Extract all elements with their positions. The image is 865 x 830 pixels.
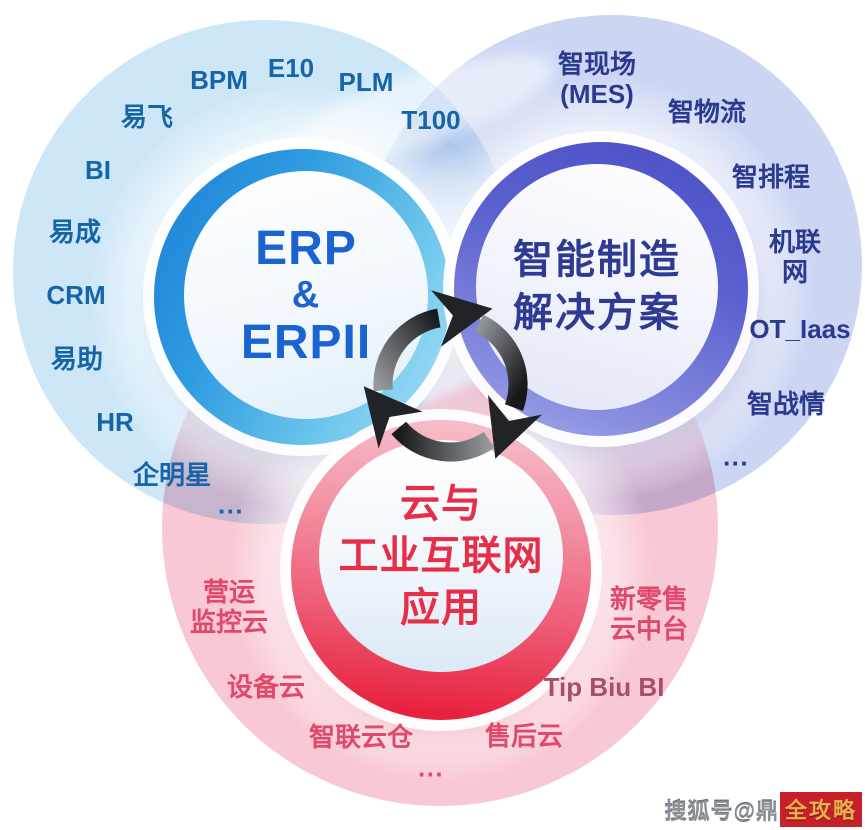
label-cloud-yingyun-jiankongyun: 营运 监控云 [189,577,269,637]
label-smart-zhiwuliu: 智物流 [667,97,747,127]
label-smart-ot-iaas: OT_Iaas [749,314,851,344]
label-erp-hr: HR [96,407,134,437]
label-erp-e10: E10 [267,53,315,83]
watermark-badge: 全攻略 [779,792,862,827]
smart-manufacturing-ring: 智能制造 解决方案 [454,142,748,436]
label-erp-bpm: BPM [190,65,248,95]
label-erp-crm: CRM [46,280,106,310]
label-cloud-more: ··· [418,759,444,789]
smart-title-line1: 智能制造 [513,238,681,282]
cycle-arrows-icon [363,290,542,462]
label-smart-zhizhanqing: 智战情 [746,389,826,419]
cloud-title-line3: 应用 [400,586,482,630]
erp-circle-title: ERP & ERPII [240,221,372,369]
label-cloud-tip-biu-bi: Tip Biu BI [543,672,665,702]
label-smart-jilianwang: 机联网 [768,227,821,287]
erp-ring-inner: ERP & ERPII [184,171,428,419]
erp-title-line2: & [291,273,321,316]
cloud-title-line1: 云与 [400,482,482,526]
label-erp-yicheng: 易成 [48,217,102,247]
cloud-ring-inner: 云与 工业互联网 应用 [319,440,563,672]
erp-title-line1: ERP [255,221,357,275]
smart-circle-title: 智能制造 解决方案 [513,234,681,340]
label-smart-zhipaicheng: 智排程 [731,162,811,192]
label-erp-bi: BI [85,155,111,185]
cloud-circle-title: 云与 工业互联网 应用 [339,478,544,634]
smart-title-line2: 解决方案 [513,291,681,335]
label-cloud-zhilianyuncang: 智联云仓 [308,722,414,752]
cloud-ring: 云与 工业互联网 应用 [291,420,591,720]
label-erp-qimingxing: 企明星 [132,460,212,490]
erp-ring: ERP & ERPII [154,149,450,445]
watermark-prefix: 搜狐号@鼎 [664,798,779,824]
label-erp-yizhu: 易助 [50,344,104,374]
label-erp-more: ··· [218,496,244,526]
label-erp-t100: T100 [401,105,461,135]
label-cloud-xinlingshou-yunzhongtai: 新零售 云中台 [609,584,689,644]
cloud-title-line2: 工业互联网 [338,534,544,578]
label-smart-zhixianchang-mes: 智现场 (MES) [557,49,637,109]
label-erp-yifei: 易飞 [120,102,174,132]
label-smart-more: ··· [723,448,749,478]
watermark: 搜狐号@鼎 全攻略 [665,792,862,827]
label-cloud-shebeiyun: 设备云 [226,672,306,702]
label-cloud-shouhouyun: 售后云 [484,721,564,751]
label-erp-plm: PLM [338,67,394,97]
erp-title-line3: ERPII [240,315,372,369]
